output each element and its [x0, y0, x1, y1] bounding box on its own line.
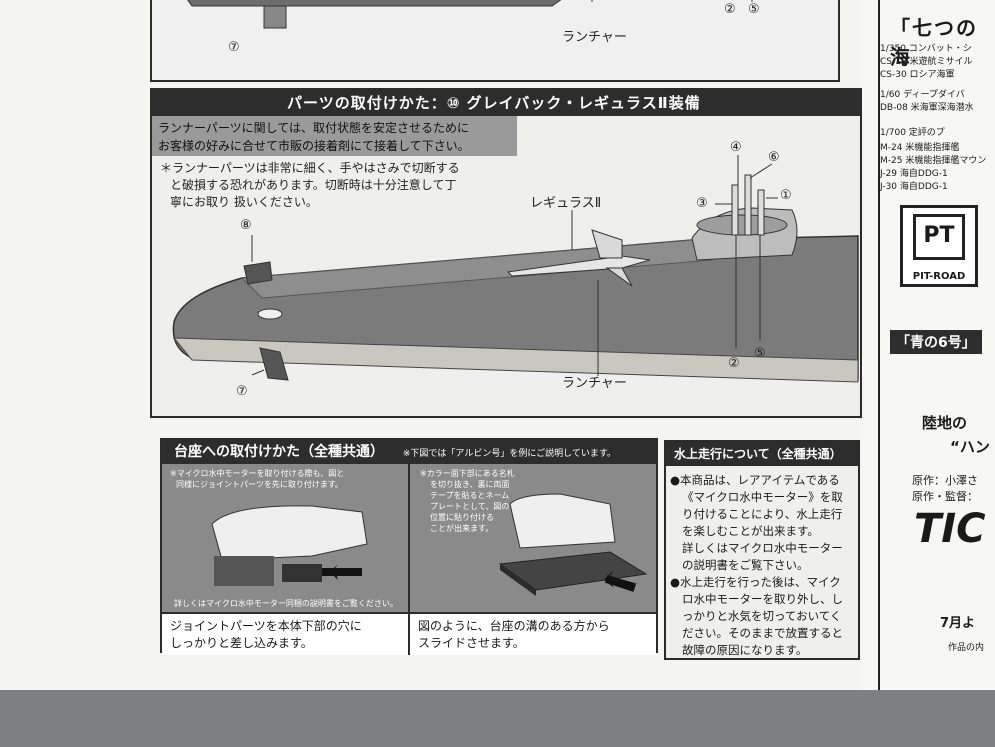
part-5-label-top: ⑤ [748, 2, 760, 17]
part-7-label: ⑦ [228, 40, 240, 55]
part-4-label: ④ [730, 140, 742, 155]
water-line-5: 詳しくはマイクロ水中モーター [682, 541, 843, 555]
left-note-line-2: 同様にジョイントパーツを先に取り付けます。 [176, 480, 344, 489]
water-line-9: っかりと水気を切っておいてく [682, 609, 842, 623]
water-line-4: を楽しむことが出来ます。 [682, 524, 819, 538]
part-8-label: ⑧ [240, 218, 252, 233]
caution-line-2: と破損する恐れがあります。切断時は十分注意して丁 [170, 178, 457, 192]
sheet-shadow [0, 690, 995, 747]
water-line-1: ●本商品は、レアアイテムである [670, 473, 840, 487]
caption-right-line-2: スライドさせます。 [418, 636, 525, 650]
caption-left-line-1: ジョイントパーツを本体下部の穴に [170, 619, 362, 633]
tagline-1: 陸地の [922, 414, 968, 432]
part-1-label: ① [780, 188, 792, 203]
previous-submarine-drawing [187, 0, 753, 29]
catalog-row-9: J-29 海自DDG-1 [880, 169, 948, 179]
runner-parts-note: ランナーパーツに関しては、取付状態を安定させるために お客様の好みに合せて市販の… [152, 116, 517, 156]
stand-title-text: 台座への取付けかた（全種共通） [174, 444, 384, 460]
catalog-title: 「七つの海 [890, 16, 978, 69]
water-line-3: り付けることにより、水上走行 [682, 507, 843, 521]
footnote-text: 作品の内 [948, 643, 985, 653]
right-note-line-6: ことが出来ます。 [430, 524, 494, 533]
credit-2: 原作・監督： [912, 490, 978, 503]
logo-text: PIT-ROAD [912, 271, 966, 282]
brand-text: TIC [914, 506, 986, 552]
part-6-label: ⑥ [768, 150, 780, 165]
launcher-label: ランチャー [562, 376, 627, 391]
stand-mounting-panel: 台座への取付けかた（全種共通） ※下図では「アルビン号」を例にご説明しています。… [160, 438, 658, 655]
left-bottom-note: 詳しくはマイクロ水中モーター同梱の説明書をご覧ください。 [174, 599, 398, 608]
water-line-8: ロ水中モーターを取り外し、し [682, 592, 843, 606]
previous-step-panel: ⑦ ランチャー ② ⑤ [150, 0, 840, 82]
water-instructions: ●本商品は、レアアイテムである 《マイクロ水中モーター》を取 り付けることにより… [670, 472, 854, 659]
stand-title: 台座への取付けかた（全種共通） ※下図では「アルビン号」を例にご説明しています。 [162, 440, 656, 464]
water-title: 水上走行について（全種共通） [666, 442, 858, 466]
right-note-line-3: テープを貼るとネーム [430, 491, 510, 500]
catalog-row-4: 1/60 ディープダイバ [880, 90, 965, 100]
right-note-line-2: を切り抜き、裏に両面 [430, 480, 510, 489]
joint-sub-drawing [211, 505, 368, 586]
logo-mark: PT [913, 214, 965, 260]
water-line-6: の説明書をご覧下さい。 [682, 558, 809, 572]
catalog-row-8: M-25 米機能指揮艦マウン [880, 156, 987, 166]
stand-subnote: ※下図では「アルビン号」を例にご説明しています。 [402, 449, 616, 459]
catalog-row-1: 1/350 コンバット・シ [880, 44, 972, 54]
catalog-row-3: CS-30 ロシア海軍 [880, 70, 955, 80]
water-line-10: ださい。そのままで放置すると [682, 626, 843, 640]
caption-left-line-2: しっかりと差し込みます。 [170, 636, 313, 650]
credit-1: 原作：小澤さ [912, 474, 978, 487]
right-note-line-5: 位置に貼り付ける [430, 513, 494, 522]
tagline-2: “ハン [950, 438, 990, 456]
slide-illustration: ※カラー面下部にある名札 を切り抜き、裏に両面 テープを貼るとネーム プレートと… [410, 464, 656, 612]
regulus-label: レギュラスⅡ [530, 196, 602, 211]
part-2-label: ② [728, 356, 740, 371]
stand-drawing [498, 493, 648, 596]
pit-road-logo: PT PIT-ROAD [900, 205, 978, 287]
water-line-2: 《マイクロ水中モーター》を取 [682, 490, 843, 504]
caption-right-line-1: 図のように、台座の溝のある方から [418, 619, 610, 633]
catalog-row-6: 1/700 定評のプ [880, 128, 945, 138]
water-line-11: 故障の原因になります。 [682, 643, 808, 657]
adjacent-page: 「七つの海 1/350 コンバット・シ CS-12 米遊航ミサイル CS-30 … [862, 0, 995, 690]
note-line-1: ランナーパーツに関しては、取付状態を安定させるために [158, 121, 470, 135]
joint-illustration: ※マイクロ水中モーターを取り付ける際も、図と 同様にジョイントパーツを先に取り付… [162, 464, 408, 612]
note-line-2: お客様の好みに合せて市販の接着剤にて接着して下さい。 [158, 139, 470, 153]
water-line-7: ●水上走行を行った後は、マイク [670, 575, 841, 589]
joint-caption: ジョイントパーツを本体下部の穴に しっかりと差し込みます。 [162, 612, 408, 655]
regulus-step-panel: パーツの取付けかた：⑩ グレイバック・レギュラスⅡ装備 ランナーパーツに関しては… [150, 88, 862, 418]
slide-caption: 図のように、台座の溝のある方から スライドさせます。 [408, 612, 656, 655]
right-note-line-1: ※カラー面下部にある名札 [420, 469, 515, 478]
water-running-panel: 水上走行について（全種共通） ●本商品は、レアアイテムである 《マイクロ水中モー… [664, 440, 860, 660]
catalog-row-5: DB-08 米海軍深海潜水 [880, 103, 974, 113]
catalog-row-7: M-24 米機能指揮艦 [880, 143, 960, 153]
date-text: 7月よ [940, 616, 976, 631]
catalog-row-10: J-30 海自DDG-1 [880, 182, 948, 192]
catalog-row-2: CS-12 米遊航ミサイル [880, 57, 973, 67]
submarine-drawing [172, 155, 859, 383]
step-title: パーツの取付けかた：⑩ グレイバック・レギュラスⅡ装備 [152, 90, 860, 116]
ao-no-6-badge: 「青の6号」 [890, 330, 982, 354]
launcher-label-top: ランチャー [562, 30, 627, 45]
part-3-label: ③ [696, 196, 708, 211]
right-note-line-4: プレートとして、図の [430, 502, 510, 511]
part-5-label: ⑤ [754, 346, 766, 361]
caution-line-1: ＊ランナーパーツは非常に細く、手やはさみで切断する [160, 161, 460, 175]
caution-line-3: 寧にお取り 扱いください。 [170, 195, 318, 209]
part-2-label-top: ② [724, 2, 736, 17]
page-fold-line [878, 0, 880, 690]
part-7-label: ⑦ [236, 384, 248, 399]
illustration-divider [408, 464, 410, 612]
caution-text: ＊ランナーパーツは非常に細く、手やはさみで切断する と破損する恐れがあります。切… [160, 160, 520, 211]
left-note-line-1: ※マイクロ水中モーターを取り付ける際も、図と [170, 469, 345, 478]
